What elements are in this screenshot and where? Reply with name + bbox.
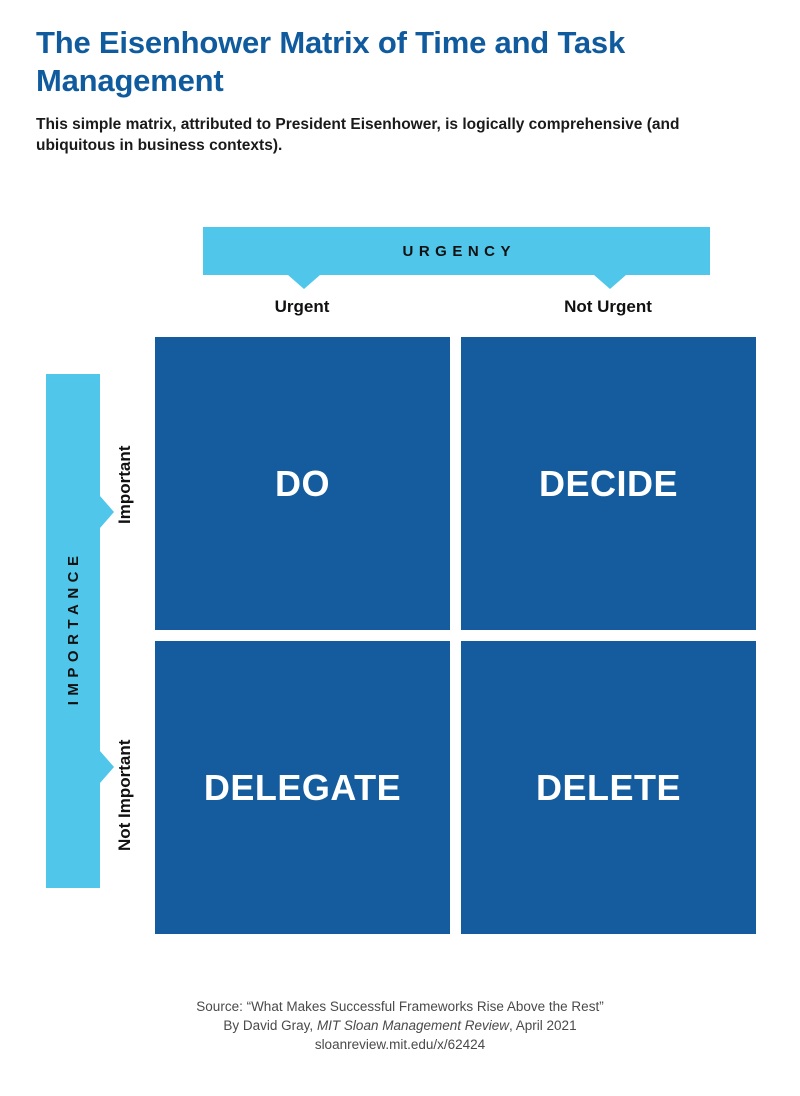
header-block: The Eisenhower Matrix of Time and Task M… [36,24,736,156]
eisenhower-matrix-grid: DO DECIDE DELEGATE DELETE [155,337,756,937]
quadrant-label-decide: DECIDE [538,462,679,504]
quadrant-label-delegate: DELEGATE [203,766,402,808]
row-header-important: Important [115,445,134,525]
source-url[interactable]: sloanreview.mit.edu/x/62424 [314,1037,486,1053]
quadrant-delegate[interactable]: DELEGATE [155,641,450,934]
urgency-axis-label: URGENCY [402,242,516,260]
importance-axis-bar: IMPORTANCE [46,374,100,888]
page-subtitle: This simple matrix, attributed to Presid… [36,115,680,154]
row-header-not-important: Not Important [115,739,134,851]
importance-axis: IMPORTANCE [46,374,114,888]
urgency-axis-bar: URGENCY [203,227,710,275]
urgency-axis: URGENCY [203,227,710,289]
quadrant-label-delete: DELETE [535,766,681,808]
column-header-urgent: Urgent [274,297,330,316]
urgency-arrow-urgent-icon [288,275,320,289]
source-citation: Source: “What Makes Successful Framework… [0,997,800,1054]
source-publication: MIT Sloan Management Review [316,1018,510,1034]
source-date-suffix: , April 2021 [509,1018,577,1034]
quadrant-label-do: DO [275,462,330,504]
quadrant-decide[interactable]: DECIDE [461,337,756,630]
importance-axis-label: IMPORTANCE [64,550,82,706]
urgency-arrow-not-urgent-icon [594,275,626,289]
page-title: The Eisenhower Matrix of Time and Task M… [36,25,626,98]
source-line-title: Source: “What Makes Successful Framework… [196,999,604,1014]
importance-arrow-not-important-icon [100,751,114,783]
importance-arrow-important-icon [100,496,114,528]
source-author-prefix: By David Gray, [223,1018,317,1034]
quadrant-do[interactable]: DO [155,337,450,630]
source-line-author: By David Gray, MIT Sloan Management Revi… [0,1016,800,1035]
quadrant-delete[interactable]: DELETE [461,641,756,934]
column-header-not-urgent: Not Urgent [564,297,652,316]
